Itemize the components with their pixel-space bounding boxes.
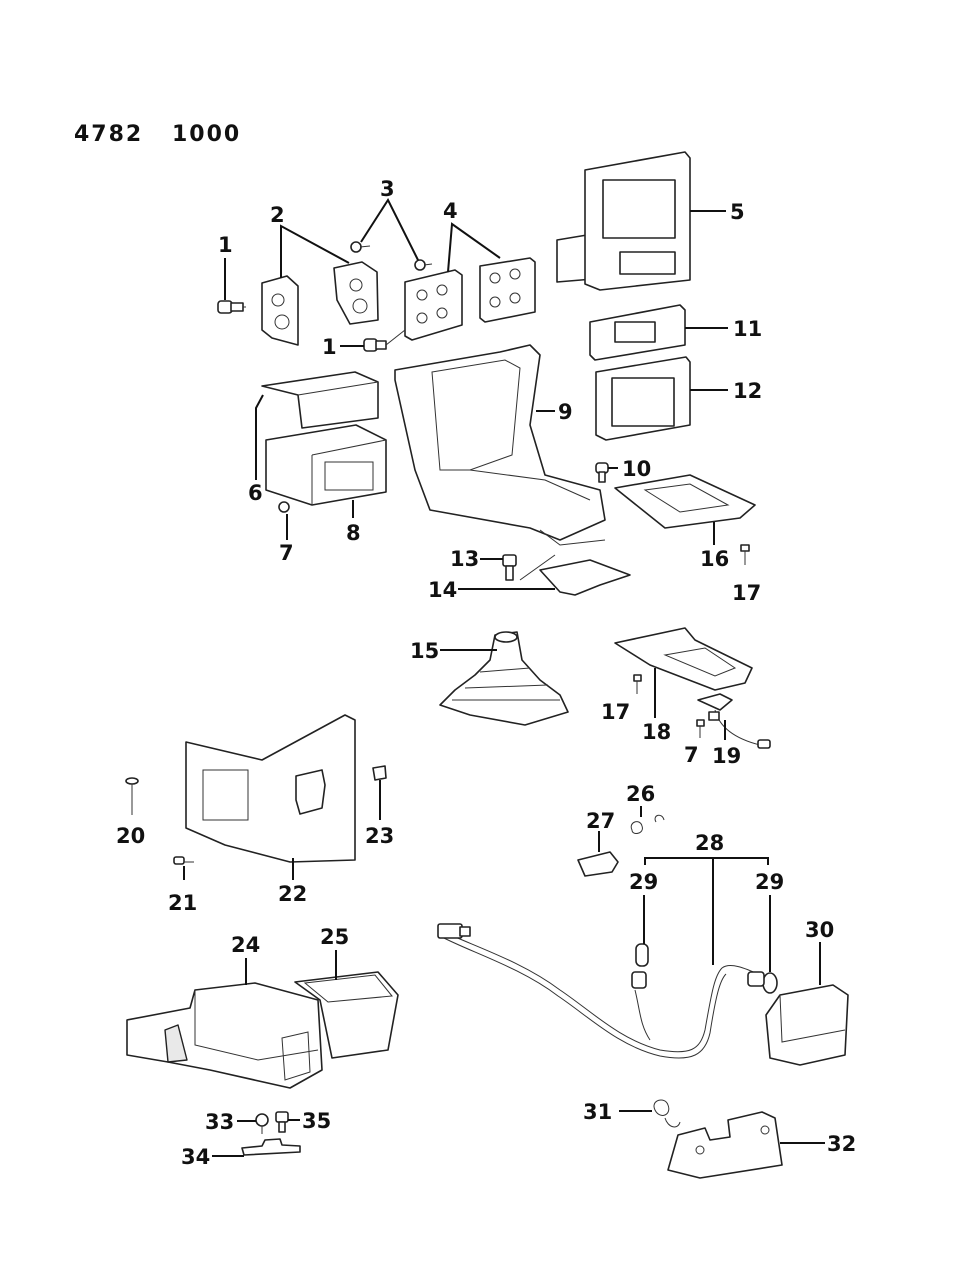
callout-22: 22 — [278, 882, 307, 906]
part-1-screw-middle — [363, 338, 387, 352]
part-1-screw — [217, 300, 246, 314]
diagram-code-left: 4782 — [74, 122, 143, 147]
diagram-code-right: 1000 — [172, 122, 241, 147]
part-10-screw — [595, 462, 609, 483]
part-8-box — [265, 424, 387, 506]
callout-26: 26 — [626, 782, 655, 806]
part-25-tray — [294, 971, 399, 1059]
part-33-screw — [255, 1113, 269, 1134]
callout-34: 34 — [181, 1145, 210, 1169]
part-15-shift-boot — [439, 631, 569, 726]
callout-1-lower: 1 — [322, 335, 337, 359]
part-35-screw — [275, 1111, 289, 1133]
callout-32: 32 — [827, 1132, 856, 1156]
callout-17-lower: 17 — [601, 700, 630, 724]
part-29-bulb-right — [747, 971, 778, 994]
part-17-screw-upper — [740, 544, 750, 565]
part-5-bezel — [556, 151, 691, 291]
callout-11: 11 — [733, 317, 762, 341]
part-17-screw-lower — [633, 674, 642, 694]
part-29-bulb-left — [631, 943, 649, 989]
part-27-socket — [577, 851, 619, 877]
callout-17-upper: 17 — [732, 581, 761, 605]
part-21-screw — [173, 856, 194, 865]
part-7-clip-lower — [696, 719, 705, 738]
part-6-lid — [261, 371, 379, 429]
callout-33: 33 — [205, 1110, 234, 1134]
part-30-lamp-housing — [765, 984, 849, 1066]
callout-1-upper: 1 — [218, 233, 233, 257]
callout-7-lower: 7 — [684, 743, 699, 767]
callout-2: 2 — [270, 203, 285, 227]
part-31-clip — [653, 1099, 681, 1128]
part-2-bracket — [261, 261, 379, 346]
part-11-panel — [589, 304, 686, 361]
part-16-plate — [614, 474, 756, 529]
part-22-side-panel — [185, 714, 356, 863]
callout-19: 19 — [712, 744, 741, 768]
callout-30: 30 — [805, 918, 834, 942]
callout-16: 16 — [700, 547, 729, 571]
part-34-bracket — [241, 1138, 301, 1156]
callout-14: 14 — [428, 578, 457, 602]
callout-28: 28 — [695, 831, 724, 855]
callout-4: 4 — [443, 199, 458, 223]
callout-21: 21 — [168, 891, 197, 915]
part-9-console — [394, 344, 606, 546]
part-4-switch-panel — [404, 257, 536, 341]
callout-24: 24 — [231, 933, 260, 957]
callout-29-right: 29 — [755, 870, 784, 894]
callout-20: 20 — [116, 824, 145, 848]
part-32-bracket — [667, 1111, 783, 1179]
callout-27: 27 — [586, 809, 615, 833]
callout-8: 8 — [346, 521, 361, 545]
callout-9: 9 — [558, 400, 573, 424]
callout-25: 25 — [320, 925, 349, 949]
part-14-bracket — [519, 554, 631, 596]
part-12-frame — [595, 356, 691, 441]
callout-15: 15 — [410, 639, 439, 663]
callout-3: 3 — [380, 177, 395, 201]
part-7-clip-upper — [278, 501, 290, 513]
callout-35: 35 — [302, 1109, 331, 1133]
part-18-tray — [614, 627, 753, 691]
callout-6: 6 — [248, 481, 263, 505]
part-23-clip — [372, 765, 387, 781]
part-24-console-base — [126, 982, 323, 1089]
part-13-bolt — [502, 554, 517, 581]
callout-10: 10 — [622, 457, 651, 481]
part-26-clip — [630, 814, 665, 834]
part-28-harness — [437, 923, 761, 1059]
callout-5: 5 — [730, 200, 745, 224]
callout-18: 18 — [642, 720, 671, 744]
callout-7-upper: 7 — [279, 541, 294, 565]
callout-12: 12 — [733, 379, 762, 403]
part-19-lamp — [697, 693, 771, 749]
callout-13: 13 — [450, 547, 479, 571]
callout-29-left: 29 — [629, 870, 658, 894]
callout-23: 23 — [365, 824, 394, 848]
callout-31: 31 — [583, 1100, 612, 1124]
part-20-screw — [125, 777, 139, 815]
part-3-clip — [350, 241, 433, 271]
